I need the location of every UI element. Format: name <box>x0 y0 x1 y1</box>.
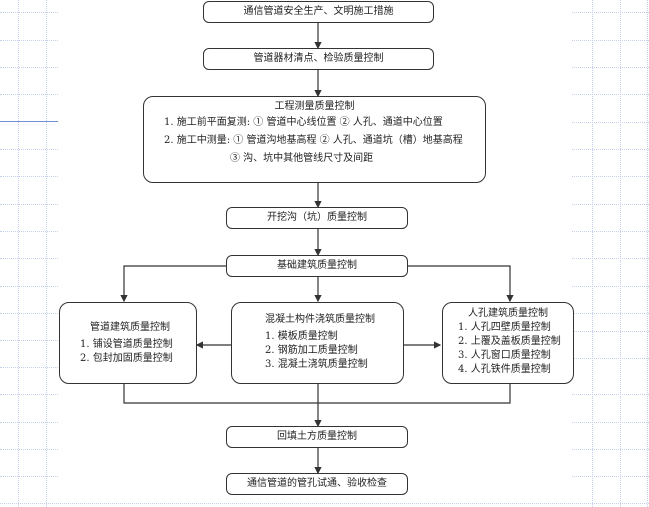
node-safety-measures: 通信管道安全生产、文明施工措施 <box>203 1 434 23</box>
node-excavation-control: 开挖沟（坑）质量控制 <box>226 207 408 229</box>
grid-line <box>0 258 58 259</box>
manhole-item-3: 3. 人孔窗口质量控制 <box>458 350 551 361</box>
concrete-item-1: 1. 模板质量控制 <box>265 331 338 342</box>
grid-line <box>572 231 649 232</box>
grid-line <box>0 231 58 232</box>
grid-line <box>647 0 648 507</box>
grid-line <box>572 394 649 395</box>
node-label: 通信管道安全生产、文明施工措施 <box>243 6 394 17</box>
node-title: 工程测量质量控制 <box>274 101 355 112</box>
grid-line <box>572 258 649 259</box>
grid-line <box>18 0 19 507</box>
grid-line <box>572 40 649 41</box>
grid-line <box>0 422 58 423</box>
manhole-item-2: 2. 上覆及盖板质量控制 <box>458 336 561 347</box>
grid-line <box>572 422 649 423</box>
concrete-item-2: 2. 钢筋加工质量控制 <box>265 345 358 356</box>
grid-line <box>0 449 58 450</box>
grid-line <box>0 176 58 177</box>
grid-line <box>620 0 621 507</box>
edge-foundation-pipe <box>120 265 226 303</box>
grid-line <box>572 176 649 177</box>
accent-line <box>0 121 58 122</box>
node-title: 混凝土构件浇筑质量控制 <box>265 314 375 325</box>
node-manhole-building: 人孔建筑质量控制 1. 人孔四壁质量控制 2. 上覆及盖板质量控制 3. 人孔窗… <box>442 302 574 384</box>
grid-line <box>572 67 649 68</box>
manhole-item-1: 1. 人孔四壁质量控制 <box>458 322 551 333</box>
grid-line <box>0 476 58 477</box>
node-label: 通信管道的管孔试通、验收检查 <box>247 478 387 489</box>
node-title: 管道建筑质量控制 <box>90 322 170 333</box>
grid-line <box>0 313 58 314</box>
grid-line <box>572 286 649 287</box>
pipe-item-1: 1. 铺设管道质量控制 <box>80 339 173 350</box>
node-concrete-casting: 混凝土构件浇筑质量控制 1. 模板质量控制 2. 钢筋加工质量控制 3. 混凝土… <box>231 302 404 384</box>
pipe-item-2: 2. 包封加固质量控制 <box>80 353 173 364</box>
grid-line <box>572 331 649 332</box>
node-label: 回填土方质量控制 <box>277 431 357 442</box>
node-label: 管道器材清点、检验质量控制 <box>253 53 384 64</box>
grid-line <box>572 122 649 123</box>
grid-line <box>0 12 58 13</box>
grid-line <box>572 12 649 13</box>
node-backfill-control: 回填土方质量控制 <box>226 426 408 448</box>
grid-line <box>572 358 649 359</box>
node-foundation-control: 基础建筑质量控制 <box>226 255 408 277</box>
grid-line <box>572 94 649 95</box>
grid-line <box>572 313 649 314</box>
grid-line <box>0 94 58 95</box>
edge-merge <box>123 384 511 404</box>
grid-line <box>572 204 649 205</box>
node-material-inspection: 管道器材清点、检验质量控制 <box>203 48 434 70</box>
manhole-item-4: 4. 人孔铁件质量控制 <box>458 364 551 375</box>
concrete-item-3: 3. 混凝土浇筑质量控制 <box>265 359 368 370</box>
node-pipe-building: 管道建筑质量控制 1. 铺设管道质量控制 2. 包封加固质量控制 <box>59 302 197 384</box>
node-survey-control: 工程测量质量控制 1. 施工前平面复测: ① 管道中心线位置 ② 人孔、通道中心… <box>143 96 486 183</box>
grid-line <box>0 149 58 150</box>
survey-line-3: ③ 沟、坑中其他管线尺寸及间距 <box>230 153 374 164</box>
grid-line <box>0 340 58 341</box>
edge-foundation-manhole <box>408 265 514 303</box>
grid-line <box>592 0 593 507</box>
node-title: 人孔建筑质量控制 <box>468 308 548 319</box>
grid-line <box>0 394 58 395</box>
grid-line <box>0 204 58 205</box>
node-label: 基础建筑质量控制 <box>277 260 357 271</box>
grid-line <box>0 286 58 287</box>
grid-line <box>572 149 649 150</box>
survey-line-1: 1. 施工前平面复测: ① 管道中心线位置 ② 人孔、通道中心位置 <box>164 117 443 128</box>
grid-line <box>572 476 649 477</box>
grid-line <box>0 503 649 504</box>
grid-line <box>572 449 649 450</box>
grid-line <box>0 367 58 368</box>
grid-line <box>0 40 58 41</box>
node-label: 开挖沟（坑）质量控制 <box>267 212 367 223</box>
survey-line-2: 2. 施工中测量: ① 管道沟地基高程 ② 人孔、通道坑（槽）地基高程 <box>164 135 463 146</box>
grid-line <box>0 67 58 68</box>
grid-line <box>46 0 47 507</box>
node-acceptance-check: 通信管道的管孔试通、验收检查 <box>226 473 408 495</box>
